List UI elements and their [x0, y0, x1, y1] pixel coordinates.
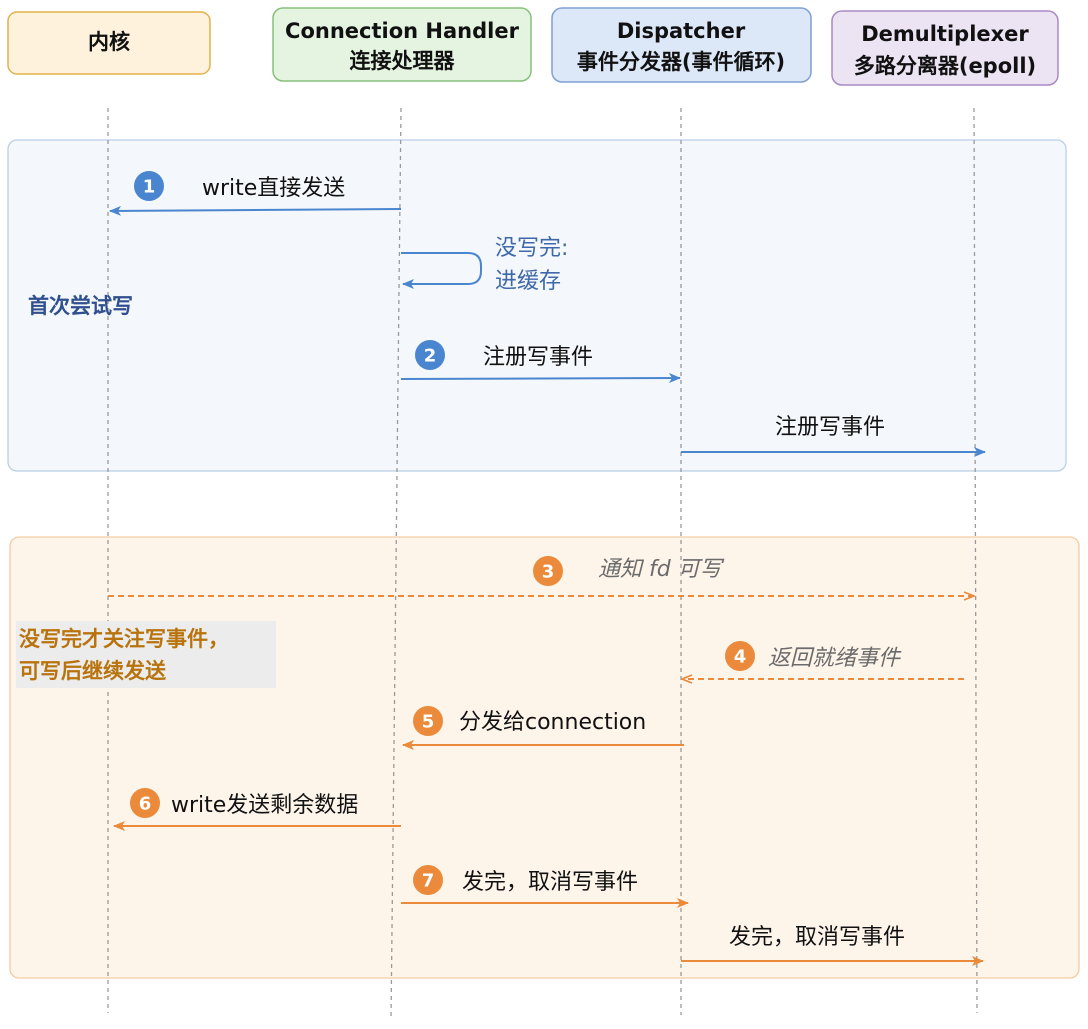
message-6-label: write发送剩余数据 — [171, 793, 358, 818]
self-message-line2: 进缓存 — [495, 269, 561, 294]
self-message-line1: 没写完: — [495, 236, 568, 261]
participant-handler-title: Connection Handler — [285, 19, 520, 43]
step-5-number: 5 — [422, 712, 435, 733]
step-4-badge — [725, 641, 755, 671]
message-7b-label: 发完，取消写事件 — [729, 925, 905, 950]
handler-lifeline — [390, 107, 402, 1021]
participant-kernel-label: 内核 — [88, 30, 130, 54]
message-2-label: 注册写事件 — [483, 345, 593, 370]
step-7-number: 7 — [422, 871, 435, 892]
step-2-number: 2 — [424, 346, 437, 367]
continue-write-title-bg — [16, 621, 276, 688]
step-1-badge — [134, 171, 164, 201]
message-4-label: 返回就绪事件 — [768, 646, 902, 671]
first-write-title: 首次尝试写 — [28, 294, 133, 318]
step-7-badge — [413, 865, 443, 895]
participant-demux-title: Demultiplexer — [861, 22, 1029, 46]
step-4-number: 4 — [734, 647, 747, 668]
step-1-number: 1 — [143, 177, 156, 198]
message-3-label: 通知 fd 可写 — [598, 557, 725, 582]
participant-demux: Demultiplexer 多路分离器(epoll) — [831, 10, 1059, 86]
participant-handler: Connection Handler 连接处理器 — [272, 7, 532, 82]
step-6-number: 6 — [139, 794, 152, 815]
step-3-number: 3 — [542, 562, 555, 583]
step-5-badge — [413, 706, 443, 736]
participant-handler-subtitle: 连接处理器 — [350, 49, 456, 73]
demux-lifeline — [973, 107, 978, 1014]
message-7-label: 发完，取消写事件 — [462, 870, 638, 895]
participant-kernel: 内核 — [7, 11, 211, 75]
self-message-arrow — [401, 252, 482, 289]
continue-write-title-line1: 没写完才关注写事件， — [19, 627, 229, 651]
participant-dispatcher-title: Dispatcher — [617, 19, 746, 43]
continue-write-section — [9, 536, 1080, 979]
message-5-label: 分发给connection — [459, 710, 646, 735]
message-2-arrow — [400, 373, 681, 384]
message-1-arrow — [109, 205, 402, 216]
first-write-section — [7, 139, 1067, 472]
step-6-badge — [130, 788, 160, 818]
message-2b-label: 注册写事件 — [775, 415, 885, 440]
participant-dispatcher: Dispatcher 事件分发器(事件循环) — [551, 7, 812, 83]
continue-write-title-line2: 可写后继续发送 — [19, 659, 167, 683]
participant-demux-subtitle: 多路分离器(epoll) — [854, 54, 1036, 78]
message-1-label: write直接发送 — [202, 176, 345, 201]
step-2-badge — [415, 340, 445, 370]
step-3-badge — [533, 556, 563, 586]
participant-dispatcher-subtitle: 事件分发器(事件循环) — [577, 50, 785, 74]
